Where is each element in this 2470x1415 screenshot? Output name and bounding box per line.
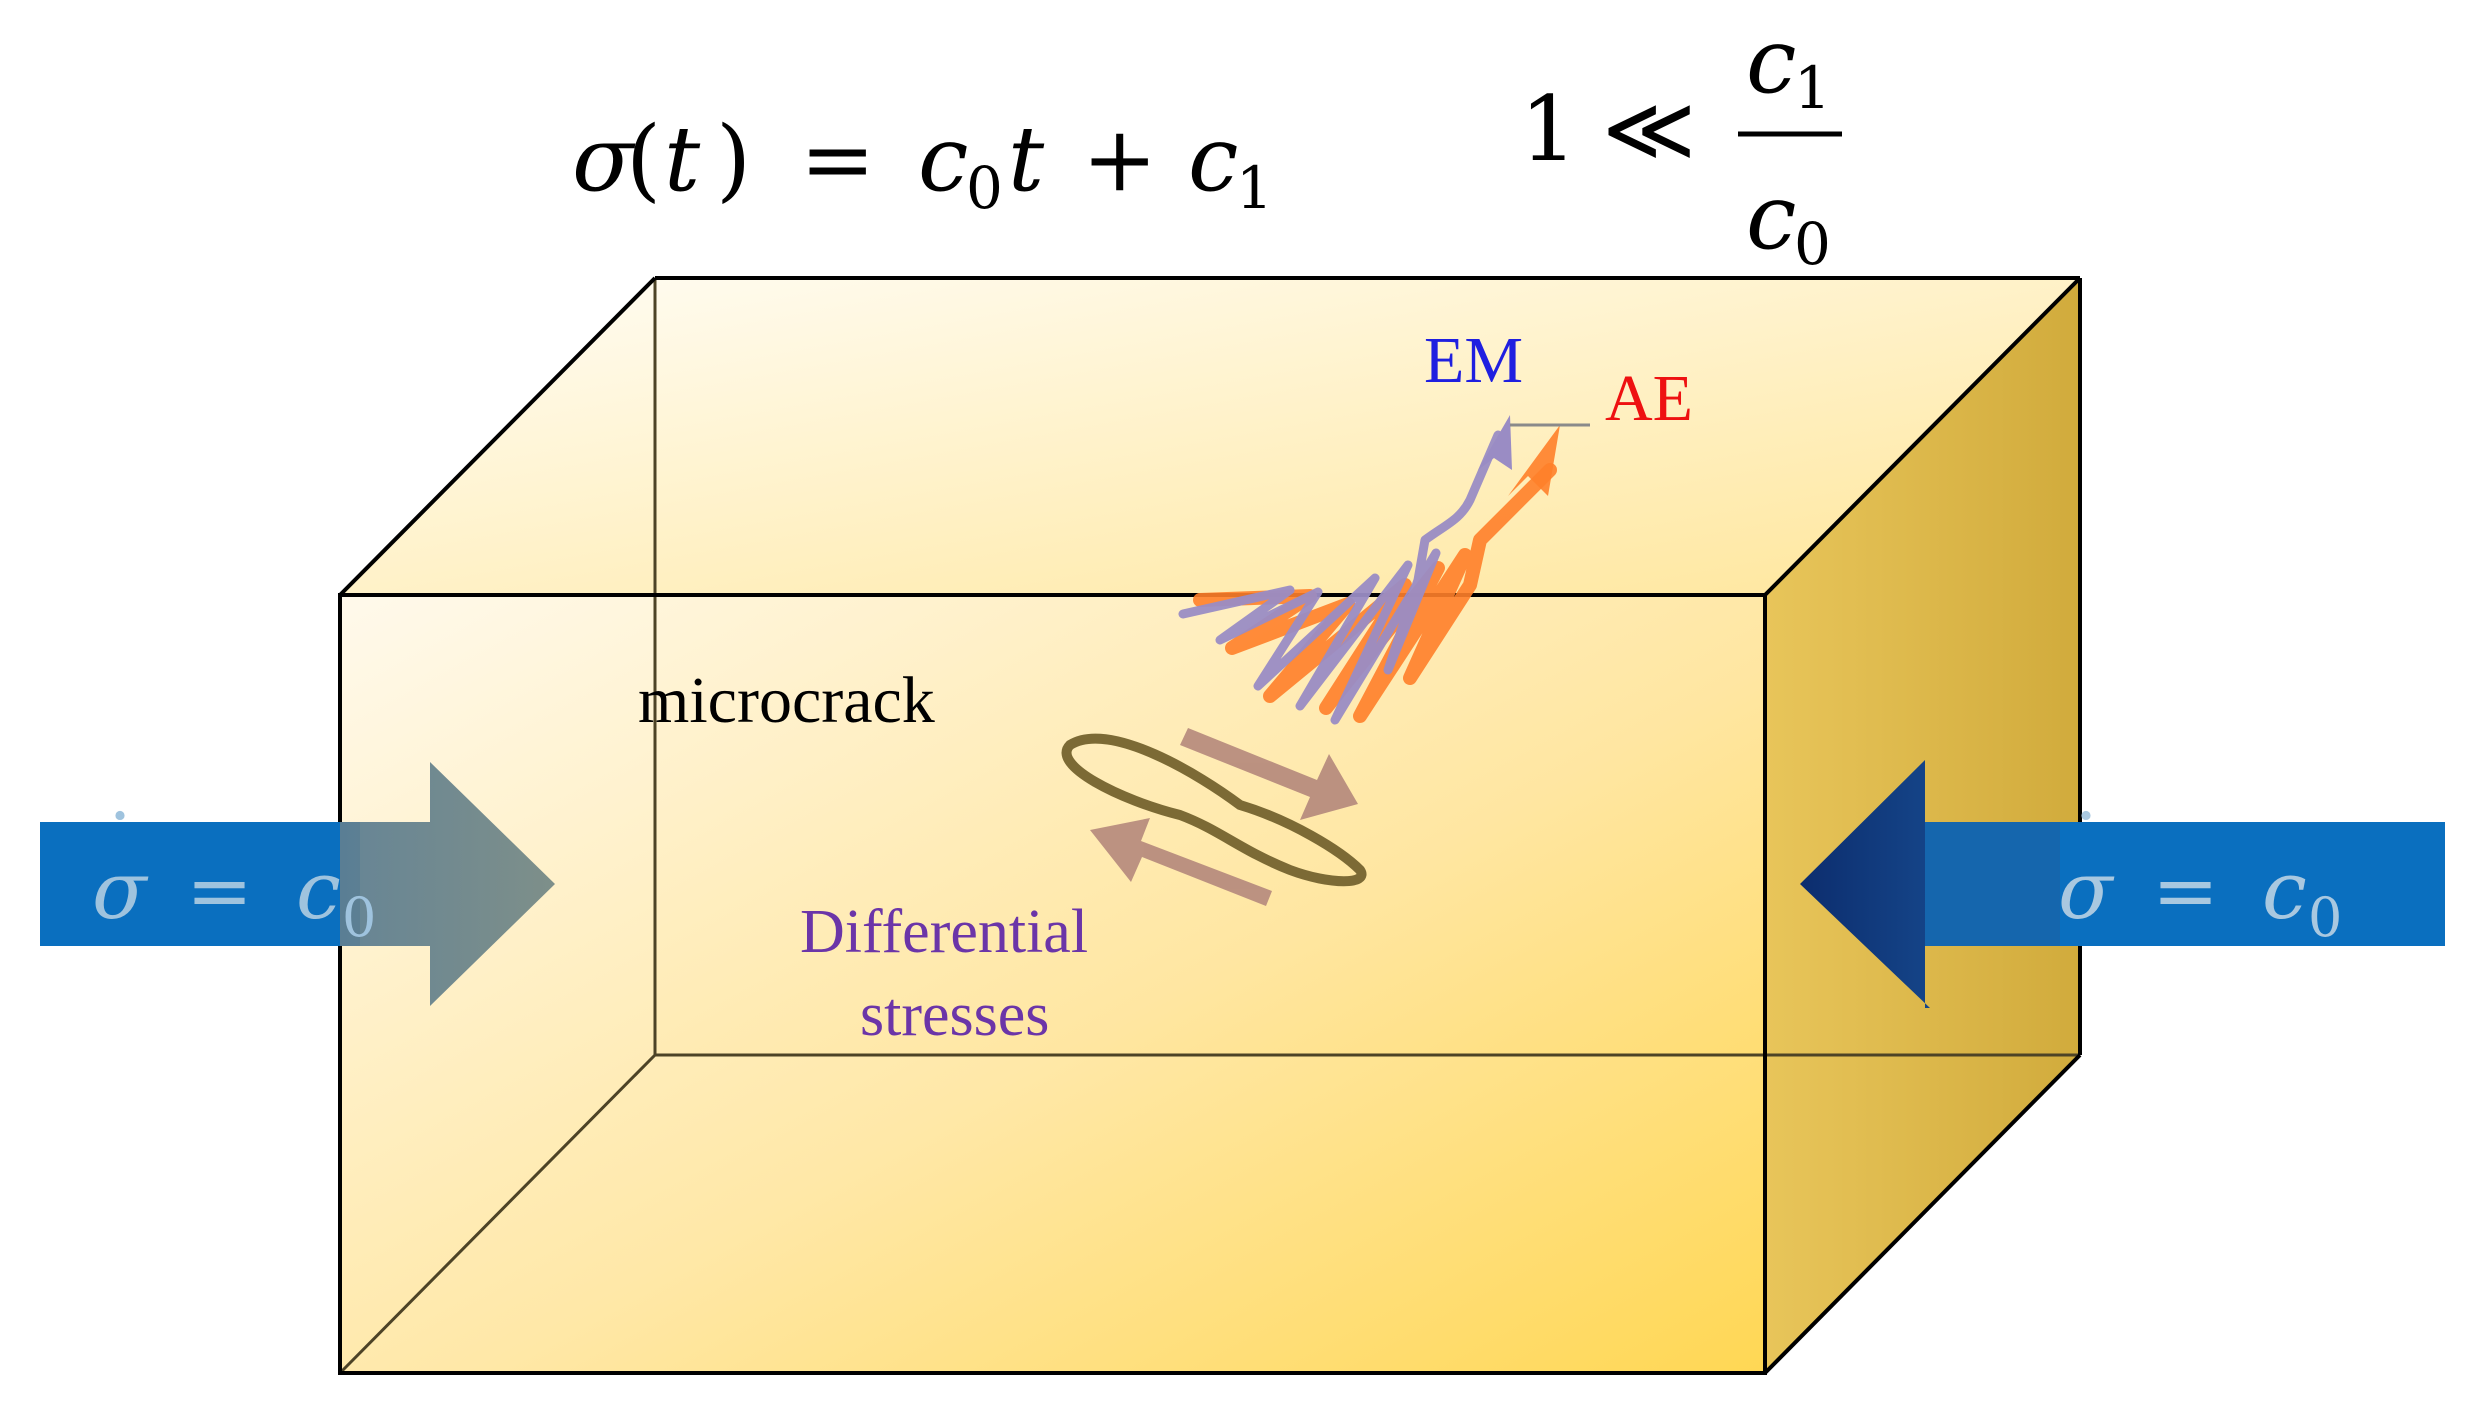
stress-arrow-left-icon [1090, 818, 1272, 906]
inequality-one: 1 [1520, 77, 1577, 182]
right-rate-c: c [2262, 844, 2307, 937]
right-arrow-shaft [1925, 822, 2060, 946]
right-rate-bar [2050, 822, 2445, 946]
microcrack-label: microcrack [638, 664, 935, 737]
formula-open-paren: ( [626, 107, 661, 212]
fraction-numerator-subscript: 1 [1794, 54, 1831, 122]
left-rate-dot: ˙ [100, 798, 140, 891]
stress-formula: σ ( t ) = c 0 t + c 1 [572, 107, 1273, 222]
inequality-much-less: ≪ [1602, 77, 1696, 182]
left-rate-equals: = [186, 844, 253, 937]
block-hidden-edges [338, 278, 2080, 1375]
block-top-face [340, 278, 2080, 595]
formula-c1: c [1188, 107, 1238, 212]
ae-arrowhead-icon [1508, 425, 1560, 496]
fraction-denominator-subscript: 0 [1794, 210, 1831, 278]
stress-arrow-right-icon [1180, 728, 1358, 820]
left-rate-subscript: 0 [342, 886, 376, 949]
formula-c0: c [918, 107, 968, 212]
right-rate-label: σ ˙ = c 0 [2058, 798, 2342, 949]
right-rate-subscript: 0 [2308, 886, 2342, 949]
formula-c0-subscript: 0 [966, 154, 1003, 222]
em-arrowhead-icon [1478, 415, 1512, 470]
differential-stress-arrows [1090, 728, 1358, 906]
left-rate-label: σ ˙ = c 0 [92, 798, 376, 949]
left-rate-c: c [296, 844, 341, 937]
fraction-denominator-c: c [1746, 165, 1796, 270]
right-loading-arrow: σ ˙ = c 0 [1800, 760, 2445, 1008]
left-compression-arrow-icon [340, 762, 555, 1006]
differential-stresses-label-line2: stresses [860, 981, 1049, 1049]
ratio-inequality: 1 ≪ c 1 c 0 [1520, 9, 1842, 278]
formula-plus: + [1082, 107, 1157, 212]
left-rate-sigma: σ [92, 844, 149, 937]
left-rate-bar [40, 822, 360, 946]
em-label: EM [1424, 324, 1523, 397]
ae-wave [1193, 463, 1557, 723]
block-front-face [340, 595, 1765, 1373]
right-rate-dot: ˙ [2066, 798, 2106, 891]
formula-c1-subscript: 1 [1236, 154, 1273, 222]
left-loading-arrow: σ ˙ = c 0 [40, 762, 555, 1006]
formula-sigma: σ [572, 107, 636, 212]
right-rate-sigma: σ [2058, 844, 2115, 937]
formula-close-paren: ) [716, 107, 751, 212]
microcrack-shape [1061, 733, 1367, 887]
right-rate-equals: = [2152, 844, 2219, 937]
differential-stresses-label-line1: Differential [800, 898, 1088, 966]
formula-equals: = [800, 107, 875, 212]
formula-t: t [664, 107, 701, 212]
fraction-numerator-c: c [1746, 9, 1796, 114]
em-wave [1178, 430, 1503, 725]
formula-t2: t [1008, 107, 1045, 212]
ae-label: AE [1605, 362, 1693, 435]
